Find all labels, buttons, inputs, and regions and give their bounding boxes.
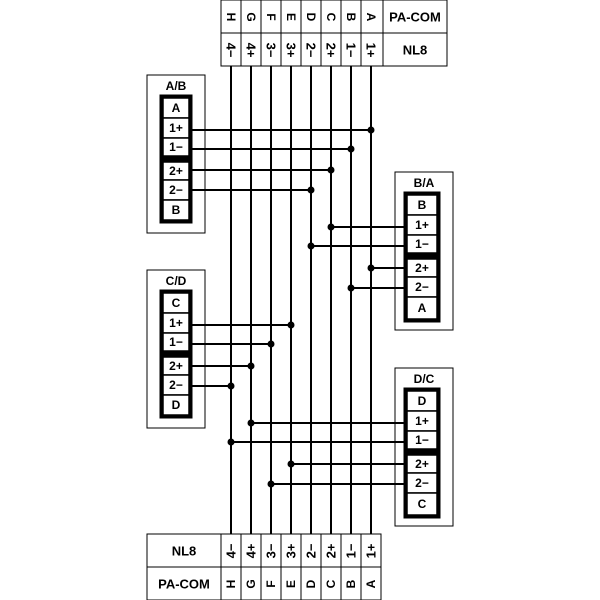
junction-dots [227, 126, 375, 488]
bottom-pole-1minus: 1− [344, 543, 359, 558]
top-pole-2plus: 2+ [324, 43, 339, 58]
connector-ba-cell-2minus: 2− [415, 280, 429, 294]
top-pole-4plus: 4+ [244, 43, 259, 58]
connector-ba: B/A B 1+ 1− 2+ 2− A [394, 171, 454, 331]
junction-dot [307, 186, 315, 194]
bottom-pole-3minus: 3− [264, 543, 279, 558]
connector-ab-cell-b: B [172, 203, 181, 217]
connector-ab-cell-1minus: 1− [169, 140, 183, 154]
connector-ab: A/B A 1+ 1− 2+ 2− B [146, 74, 206, 234]
junction-dot [287, 460, 295, 468]
bottom-pole-2plus: 2+ [324, 543, 339, 558]
connector-ab-cell-2plus: 2+ [169, 164, 183, 178]
junction-dot [327, 223, 335, 231]
top-pin-g: G [244, 12, 258, 21]
bottom-header-table: NL8 PA-COM 4− 4+ 3− 3+ 2− 2+ 1− 1+ H G F… [146, 533, 382, 600]
top-pin-d: D [304, 13, 318, 22]
connector-cd-cell-2minus: 2− [169, 378, 183, 392]
junction-dot [227, 438, 235, 446]
connector-cd-cell-d: D [172, 398, 181, 412]
connector-ba-cell-b: B [418, 198, 427, 212]
junction-dot [267, 480, 275, 488]
connector-ab-cell-2minus: 2− [169, 183, 183, 197]
junction-dot [287, 321, 295, 329]
top-pole-4minus: 4− [224, 43, 239, 58]
connector-dc-cell-1plus: 1+ [415, 414, 429, 428]
top-pin-h: H [224, 13, 238, 22]
bottom-pin-e: E [284, 580, 298, 588]
junction-dot [347, 145, 355, 153]
top-label-model: NL8 [403, 43, 428, 58]
bottom-label-model: NL8 [172, 544, 197, 559]
connector-ba-cell-1plus: 1+ [415, 218, 429, 232]
junction-dot [307, 242, 315, 250]
bottom-pole-1plus: 1+ [364, 543, 379, 558]
junction-dot [347, 284, 355, 292]
top-pin-e: E [284, 13, 298, 21]
junction-dot [227, 382, 235, 390]
top-pole-1minus: 1− [344, 43, 359, 58]
junction-dot [367, 126, 375, 134]
bottom-pin-g: G [244, 579, 258, 588]
bottom-pole-2minus: 2− [304, 543, 319, 558]
bottom-pole-3plus: 3+ [284, 543, 299, 558]
bottom-pin-d: D [304, 579, 318, 588]
bottom-pole-4minus: 4− [224, 543, 239, 558]
connector-cd-title: C/D [166, 274, 187, 288]
bottom-pin-a: A [364, 579, 378, 588]
connector-cd: C/D C 1+ 1− 2+ 2− D [146, 269, 206, 429]
bottom-pin-b: B [344, 579, 358, 588]
top-label-system: PA-COM [389, 10, 441, 25]
top-pole-3plus: 3+ [284, 43, 299, 58]
top-pole-2minus: 2− [304, 43, 319, 58]
junction-dot [267, 340, 275, 348]
bottom-label-system: PA-COM [158, 577, 210, 592]
bottom-pin-h: H [224, 580, 238, 589]
top-pin-a: A [364, 13, 378, 22]
connector-cd-cell-2plus: 2+ [169, 359, 183, 373]
connector-dc-cell-1minus: 1− [415, 433, 429, 447]
connector-dc-cell-c: C [418, 497, 427, 511]
connector-ab-title: A/B [166, 79, 187, 93]
connector-ba-cell-2plus: 2+ [415, 261, 429, 275]
connector-ba-cell-a: A [418, 301, 427, 315]
connector-ab-cell-1plus: 1+ [169, 121, 183, 135]
top-pin-f: F [264, 13, 278, 20]
connector-ab-cell-a: A [172, 101, 181, 115]
connector-cd-cell-1plus: 1+ [169, 316, 183, 330]
junction-dot [327, 166, 335, 174]
bottom-pin-c: C [324, 579, 338, 588]
junction-dot [247, 419, 255, 427]
connector-dc-cell-2plus: 2+ [415, 457, 429, 471]
connector-dc-cell-d: D [418, 394, 427, 408]
top-pole-1plus: 1+ [364, 43, 379, 58]
bottom-pin-f: F [264, 580, 278, 587]
bottom-pole-4plus: 4+ [244, 543, 259, 558]
connector-ba-title: B/A [414, 176, 435, 190]
top-header-table: H G F E D C B A 4− 4+ 3− 3+ 2− 2+ 1− 1+ … [220, 0, 448, 67]
connection-wires [191, 129, 405, 485]
connector-ba-cell-1minus: 1− [415, 237, 429, 251]
connector-cd-cell-1minus: 1− [169, 335, 183, 349]
connector-cd-cell-c: C [172, 296, 181, 310]
connector-dc-title: D/C [414, 372, 435, 386]
junction-dot [247, 362, 255, 370]
top-pole-3minus: 3− [264, 43, 279, 58]
connector-dc-cell-2minus: 2− [415, 476, 429, 490]
top-pin-b: B [344, 13, 358, 22]
junction-dot [367, 264, 375, 272]
top-pin-c: C [324, 13, 338, 22]
connector-dc: D/C D 1+ 1− 2+ 2− C [394, 367, 454, 527]
vertical-bus [230, 66, 372, 534]
